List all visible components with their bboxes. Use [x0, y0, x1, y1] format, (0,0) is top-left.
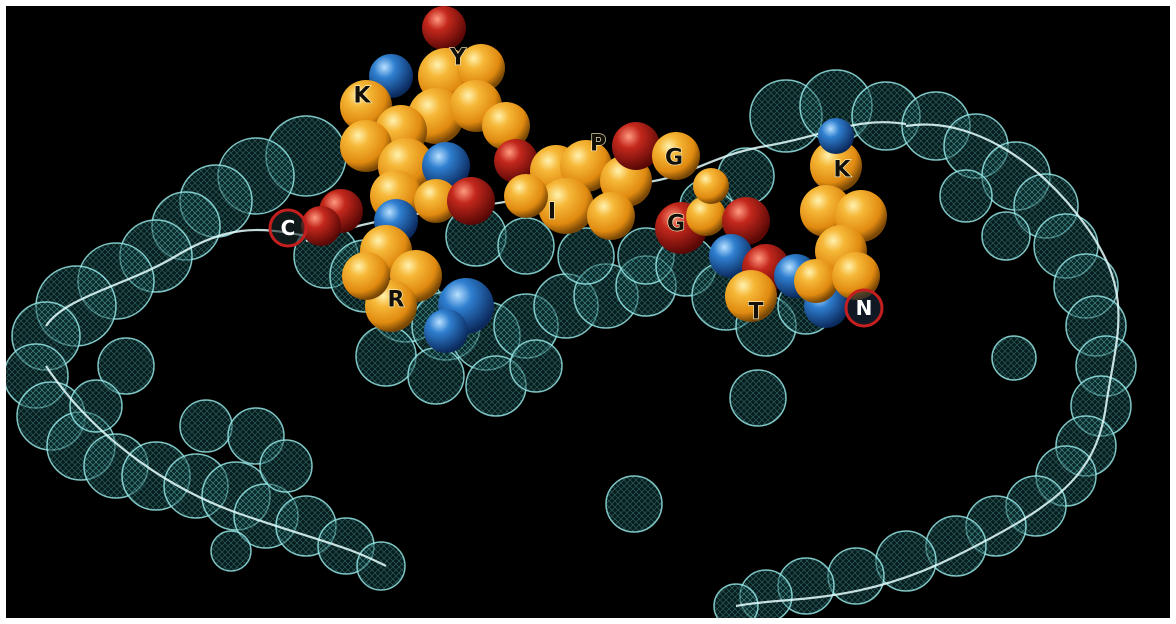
mesh-blob [605, 475, 663, 533]
residue-label-p: P [590, 132, 606, 157]
carbon-atom [482, 102, 530, 150]
mesh-blob [356, 541, 406, 591]
n-terminus-marker: N [844, 288, 884, 328]
mesh-blob [179, 399, 233, 453]
residue-label-t: T [748, 300, 763, 325]
carbon-atom [832, 252, 880, 300]
n-terminus-label: N [856, 296, 873, 320]
residue-labels: Y K P G K I G R T [353, 45, 852, 325]
nitrogen-atom [709, 234, 753, 278]
oxygen-atom [612, 122, 660, 170]
nitrogen-atom [422, 142, 470, 190]
carbon-atom [725, 270, 777, 322]
carbon-atom [652, 132, 700, 180]
carbon-atom [342, 252, 390, 300]
c-terminus-marker: C [268, 208, 308, 248]
peptide-atoms [301, 6, 887, 353]
molecule-scene: Y K P G K I G R T C N [6, 6, 1170, 618]
mesh-blob [69, 379, 123, 433]
carbon-atom [686, 196, 726, 236]
residue-label-y: Y [449, 46, 467, 71]
mesh-blob [557, 227, 615, 285]
nitrogen-atom [424, 309, 468, 353]
oxygen-atom [301, 206, 341, 246]
mesh-blob [939, 169, 993, 223]
mesh-blob [259, 439, 313, 493]
carbon-atom [538, 178, 594, 234]
residue-label-i: I [548, 200, 556, 225]
c-terminus-ring [268, 208, 308, 248]
mesh-blob [509, 339, 563, 393]
mesh-blob [355, 325, 417, 387]
molecular-surface-figure: Y K P G K I G R T C N [6, 6, 1170, 618]
carbon-atom [794, 259, 838, 303]
oxygen-atom [494, 139, 538, 183]
mesh-blob [210, 530, 252, 572]
c-terminus-label: C [281, 216, 296, 240]
carbon-atom [504, 174, 548, 218]
mesh-blob [729, 369, 787, 427]
mesh-blob [991, 335, 1037, 381]
carbon-atom [414, 179, 458, 223]
carbon-atom [810, 140, 862, 192]
mesh-blob [497, 217, 555, 275]
carbon-atom [693, 168, 729, 204]
residue-label-g-upper: G [665, 146, 683, 171]
mesh-blob [407, 347, 465, 405]
n-terminus-ring [844, 288, 884, 328]
oxygen-atom [422, 6, 466, 50]
oxygen-atom [722, 197, 770, 245]
mesh-blob [875, 530, 937, 592]
mesh-blob [713, 583, 759, 618]
carbon-atom [457, 44, 505, 92]
mesh-blob [981, 211, 1031, 261]
residue-label-r: R [388, 288, 405, 313]
mesh-blob [97, 337, 155, 395]
residue-label-g-lower: G [667, 212, 685, 237]
carbon-atom [587, 192, 635, 240]
oxygen-atom [447, 177, 495, 225]
residue-label-k-right: K [833, 158, 851, 183]
nitrogen-atom [818, 118, 854, 154]
residue-label-k-left: K [353, 84, 371, 109]
